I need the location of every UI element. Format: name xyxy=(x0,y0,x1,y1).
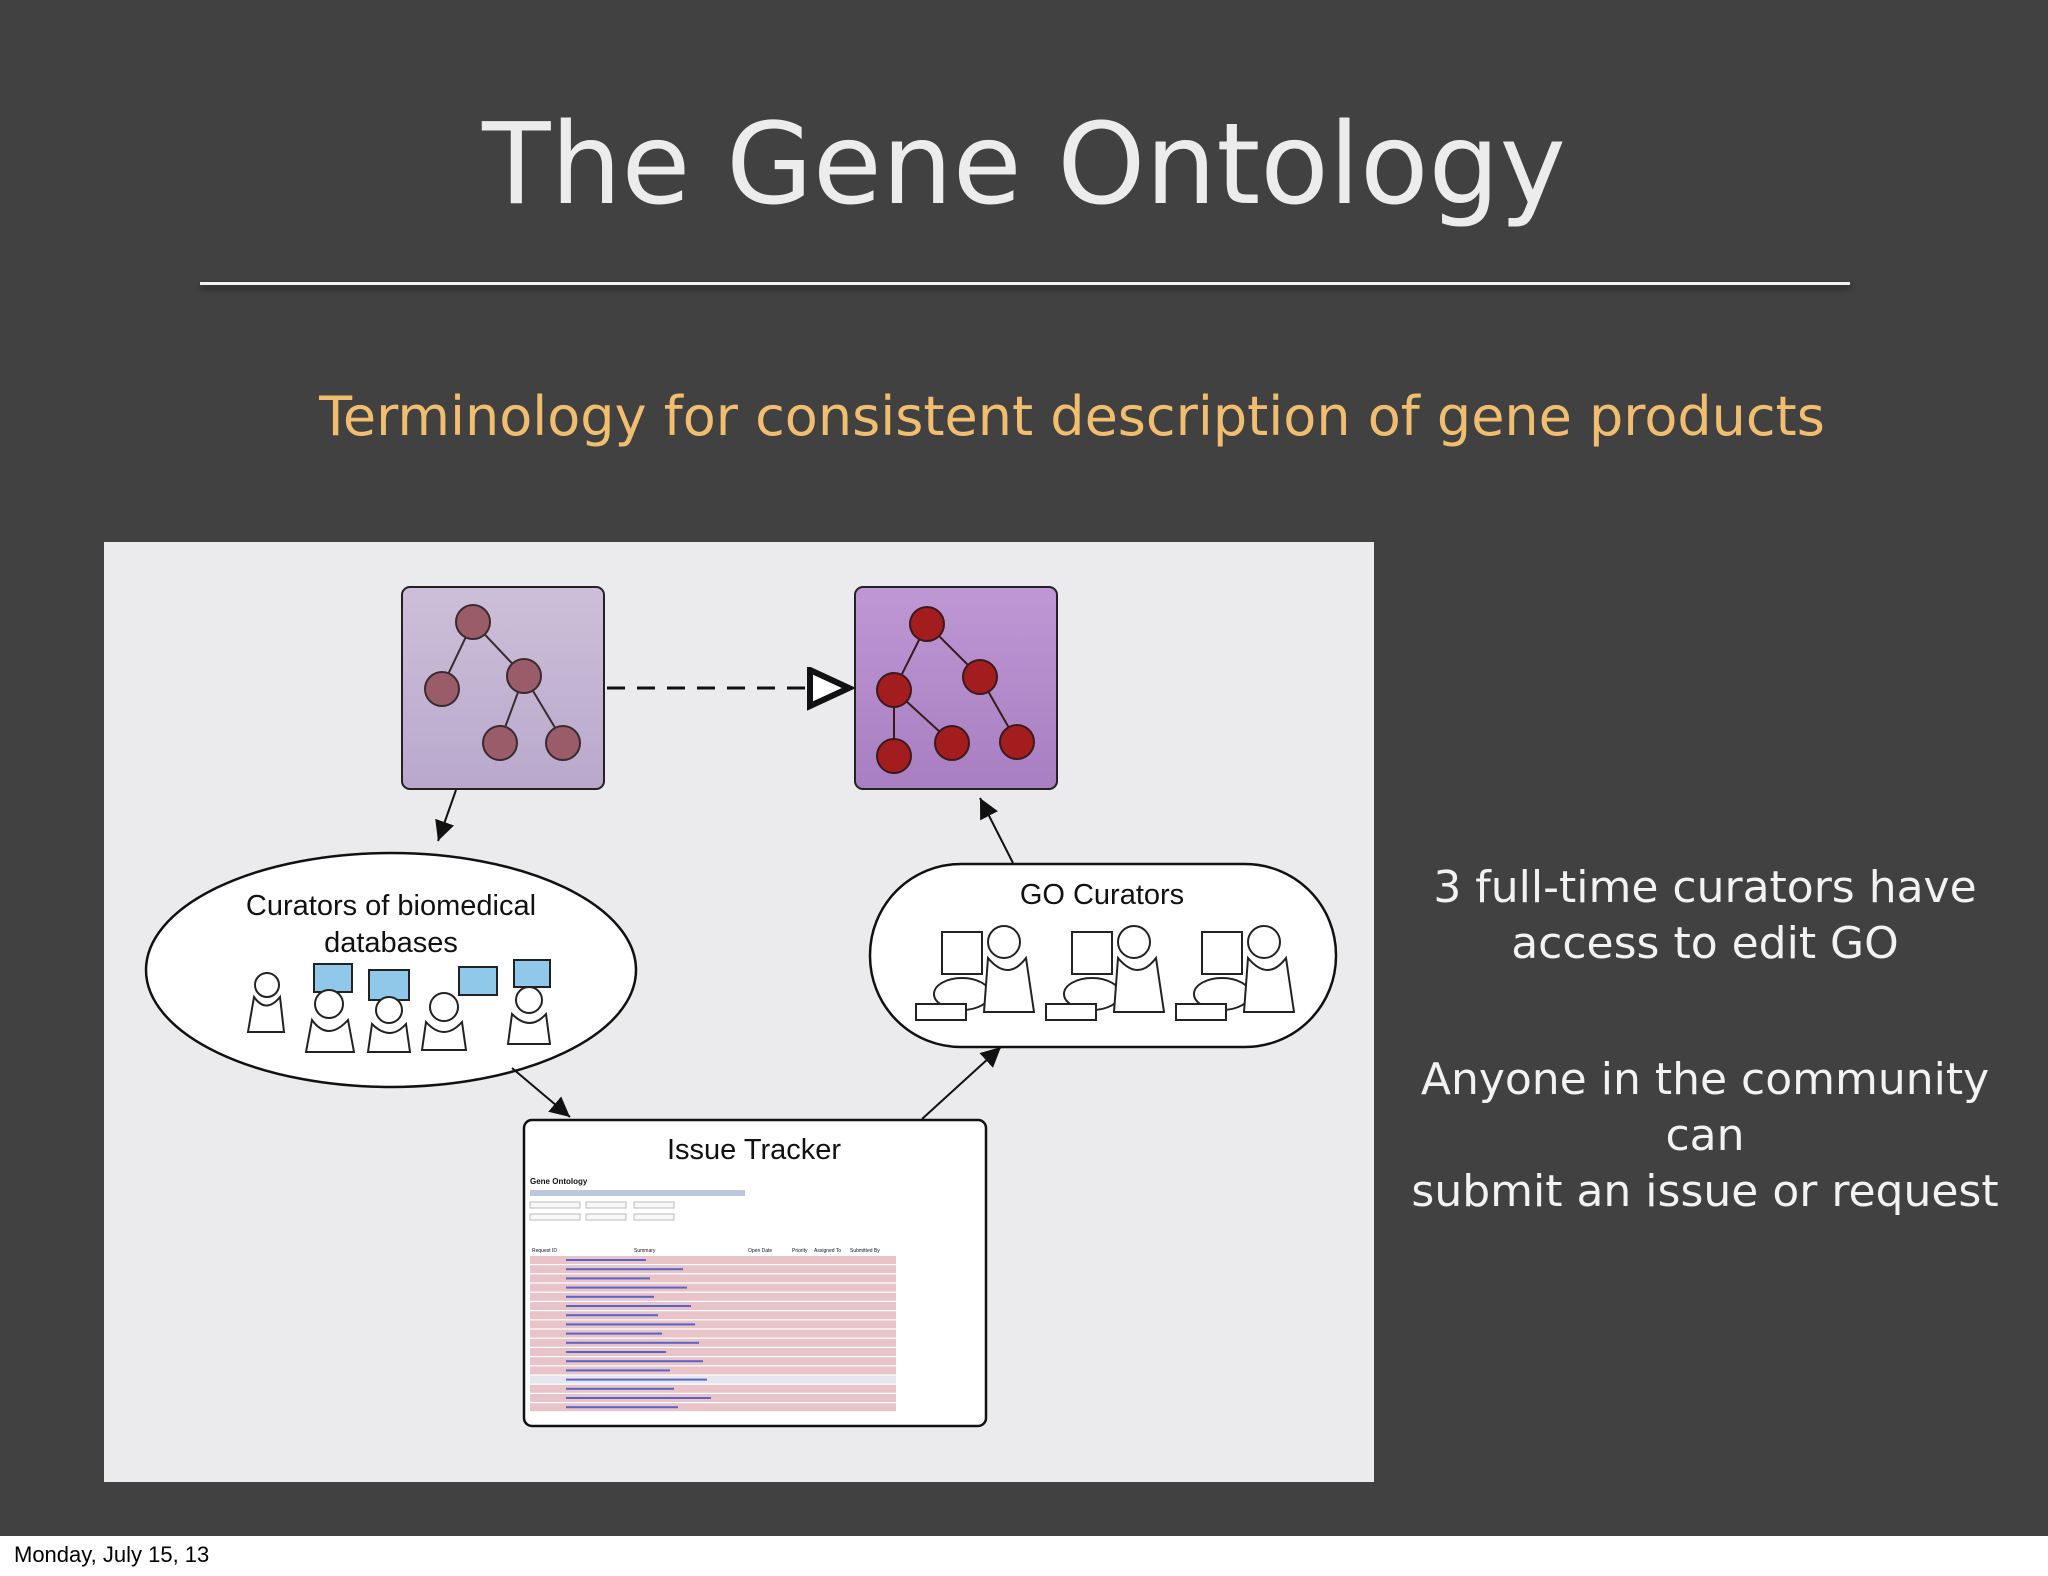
table-row-summary-line xyxy=(566,1323,695,1326)
title-rule xyxy=(200,282,1850,285)
table-row xyxy=(530,1320,896,1329)
note-community: Anyone in the community can submit an is… xyxy=(1400,1052,2010,1220)
biomedical-curators-node: Curators of biomedical databases xyxy=(144,851,638,1089)
curators-label-line-1: Curators of biomedical xyxy=(246,890,536,922)
tracker-col-assigned: Assigned To xyxy=(814,1248,841,1254)
table-row xyxy=(530,1366,896,1375)
note-curators-line-2: access to edit GO xyxy=(1511,918,1899,969)
table-row xyxy=(530,1256,896,1264)
table-row-summary-line xyxy=(566,1378,707,1381)
table-row xyxy=(530,1357,896,1366)
footer-date: Monday, July 15, 13 xyxy=(14,1542,210,1567)
arrow-to-tracker xyxy=(511,1067,571,1118)
table-row-summary-line xyxy=(566,1332,662,1335)
arrow-to-curators xyxy=(435,789,457,842)
tracker-col-open-date: Open Date xyxy=(748,1248,772,1254)
issue-tracker-node: Issue Tracker Gene Ontology Request ID S… xyxy=(522,1118,988,1428)
table-row xyxy=(530,1329,896,1338)
note-curators: 3 full-time curators have access to edit… xyxy=(1400,860,2010,972)
table-row xyxy=(530,1311,896,1320)
tracker-rows xyxy=(530,1256,896,1412)
workflow-diagram-svg: Curators of biomedical databases xyxy=(144,586,1338,1428)
table-row-summary-line xyxy=(566,1341,699,1344)
table-row xyxy=(530,1394,896,1402)
table-row-summary-line xyxy=(566,1369,670,1372)
tracker-col-summary: Summary xyxy=(634,1248,656,1254)
slide-subtitle: Terminology for consistent description o… xyxy=(319,385,1825,448)
arrow-to-go-curators xyxy=(921,1046,1002,1120)
table-row-summary-line xyxy=(566,1351,666,1353)
note-curators-line-1: 3 full-time curators have xyxy=(1433,862,1977,913)
go-curators-node: GO Curators xyxy=(868,862,1338,1049)
tracker-col-submitted: Submitted By xyxy=(850,1248,880,1254)
table-row-summary-line xyxy=(566,1259,646,1261)
go-curators-label: GO Curators xyxy=(1020,879,1184,911)
table-row xyxy=(530,1274,896,1283)
slide-title: The Gene Ontology xyxy=(482,100,1566,230)
table-row-summary-line xyxy=(566,1295,654,1298)
curators-label-line-2: databases xyxy=(324,927,458,959)
note-community-line-1: Anyone in the community can xyxy=(1420,1054,1990,1161)
tracker-app-name: Gene Ontology xyxy=(530,1177,588,1186)
table-row xyxy=(530,1375,896,1384)
note-community-line-2: submit an issue or request xyxy=(1411,1166,1999,1217)
ontology-tree-icon-old xyxy=(401,586,605,790)
issue-tracker-label: Issue Tracker xyxy=(667,1134,841,1166)
table-row xyxy=(530,1384,896,1393)
slide: The Gene Ontology Terminology for consis… xyxy=(0,0,2048,1536)
table-row xyxy=(530,1292,896,1301)
table-row-summary-line xyxy=(566,1305,691,1307)
issue-tracker-screenshot: Gene Ontology Request ID Summary Open Da… xyxy=(529,1177,896,1412)
curator-computer-icon xyxy=(246,959,552,1053)
tracker-col-priority: Priority xyxy=(792,1248,808,1254)
table-row xyxy=(530,1283,896,1292)
curator-computer-icon xyxy=(915,925,1296,1021)
table-row-summary-line xyxy=(566,1397,711,1399)
table-row-summary-line xyxy=(566,1314,658,1317)
table-row-summary-line xyxy=(566,1406,678,1409)
table-row xyxy=(530,1403,896,1412)
tracker-col-request-id: Request ID xyxy=(532,1248,557,1254)
table-row xyxy=(530,1265,896,1274)
table-row-summary-line xyxy=(566,1387,674,1390)
table-row-summary-line xyxy=(566,1268,683,1271)
table-row xyxy=(530,1338,896,1347)
arrow-to-ontology xyxy=(979,797,1014,864)
table-row-summary-line xyxy=(566,1360,703,1363)
table-row xyxy=(530,1348,896,1356)
table-row-summary-line xyxy=(566,1277,650,1280)
table-row xyxy=(530,1302,896,1310)
ontology-tree-icon-new xyxy=(854,586,1058,790)
table-row-summary-line xyxy=(566,1286,687,1289)
workflow-diagram: Curators of biomedical databases xyxy=(104,542,1374,1482)
